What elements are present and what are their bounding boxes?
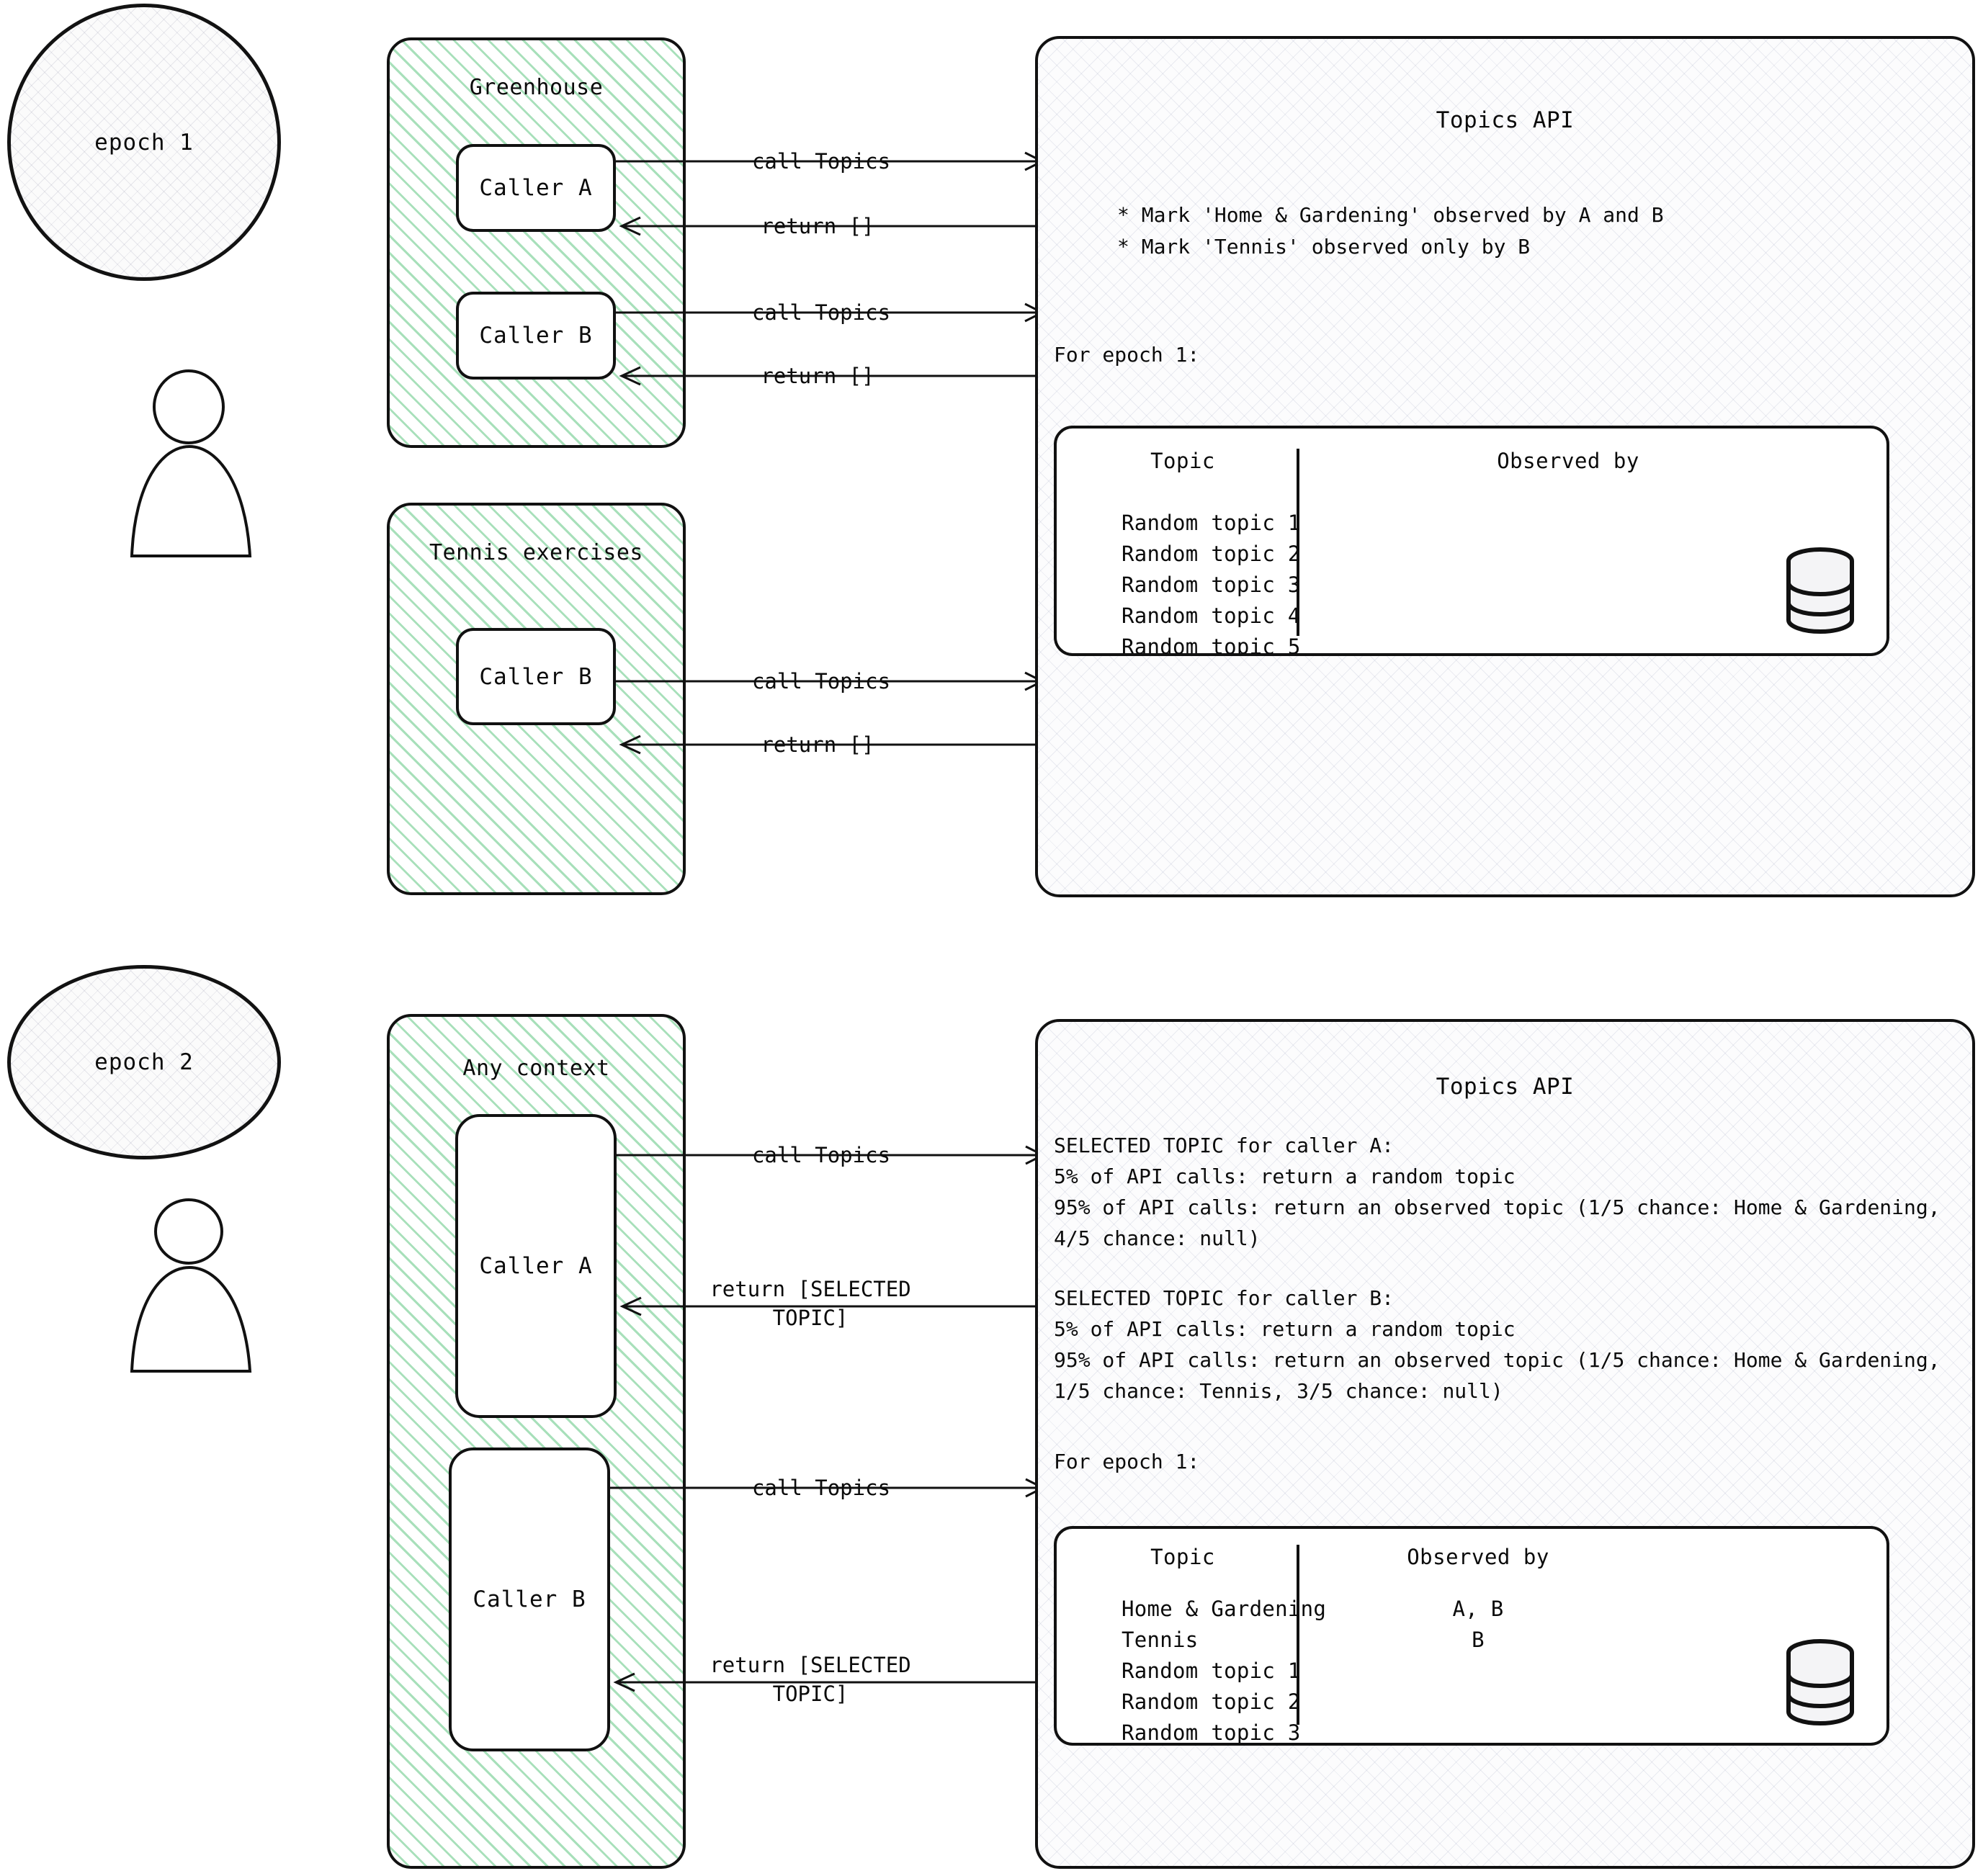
- arrow-return-empty-b1: [619, 366, 1048, 386]
- topics-api-title-epoch2: Topics API: [1436, 1074, 1575, 1100]
- table-row: Home & Gardening: [1122, 1597, 1327, 1621]
- table-header-topic: Topic: [1150, 1545, 1215, 1569]
- database-cylinder-icon: [1781, 1637, 1860, 1733]
- arrow-return-selected-a2: [619, 1296, 1049, 1316]
- arrow-label-return-selected-a2: return [SELECTED TOPIC]: [710, 1277, 911, 1330]
- caller-a-greenhouse[interactable]: Caller A: [456, 144, 616, 232]
- arrow-label-return-empty-tennis: return []: [761, 732, 874, 757]
- context-greenhouse: Greenhouse: [387, 37, 686, 448]
- caller-a-any-context-label: Caller A: [479, 1253, 593, 1279]
- epoch2-topics-table: Topic Observed by Home & Gardening Tenni…: [1054, 1526, 1889, 1746]
- table-header-observed-by: Observed by: [1407, 1545, 1549, 1569]
- topics-api-title-epoch1: Topics API: [1436, 107, 1575, 133]
- arrow-return-selected-b2: [613, 1672, 1049, 1692]
- caller-a-any-context[interactable]: Caller A: [455, 1114, 617, 1418]
- user-person-icon-2: [119, 1195, 263, 1375]
- context-tennis-exercises-title: Tennis exercises: [429, 540, 643, 565]
- api-bullet-2: * Mark 'Tennis' observed only by B: [1117, 235, 1531, 259]
- api-line-a-5pct: 5% of API calls: return a random topic: [1054, 1164, 1516, 1188]
- table-row: Random topic 5: [1122, 634, 1301, 656]
- table-header-observed-by: Observed by: [1497, 449, 1639, 473]
- table-row: Random topic 1: [1122, 511, 1301, 535]
- table-row: Random topic 1: [1122, 1659, 1301, 1683]
- table-row: Random topic 2: [1122, 542, 1301, 566]
- epoch-2-label: epoch 2: [94, 1049, 194, 1075]
- arrow-return-empty-tennis: [619, 735, 1048, 755]
- caller-b-any-context-label: Caller B: [473, 1586, 586, 1612]
- caller-b-greenhouse[interactable]: Caller B: [456, 292, 616, 380]
- caller-b-tennis-label: Caller B: [479, 663, 593, 690]
- table-caption-epoch2: For epoch 1:: [1054, 1450, 1200, 1473]
- api-line-a-95pct: 95% of API calls: return an observed top…: [1054, 1195, 1941, 1250]
- context-any-context-title: Any context: [462, 1056, 610, 1081]
- table-row: Random topic 2: [1122, 1689, 1301, 1714]
- context-greenhouse-title: Greenhouse: [469, 75, 604, 100]
- arrow-return-empty-a1: [619, 216, 1048, 236]
- database-cylinder-icon: [1781, 545, 1860, 642]
- table-row: B: [1472, 1628, 1485, 1652]
- epoch-2-bubble: epoch 2: [7, 965, 281, 1159]
- arrow-label-return-selected-b2: return [SELECTED TOPIC]: [710, 1653, 911, 1706]
- table-row: Tennis: [1122, 1628, 1199, 1652]
- caller-b-tennis[interactable]: Caller B: [456, 628, 616, 725]
- arrow-label-call-topics-a2: call Topics: [751, 1143, 891, 1167]
- epoch1-topics-table: Topic Observed by Random topic 1 Random …: [1054, 426, 1889, 656]
- topics-api-panel-epoch2: Topics API SELECTED TOPIC for caller A: …: [1035, 1019, 1975, 1869]
- epoch-1-label: epoch 1: [94, 129, 194, 156]
- api-bullet-1: * Mark 'Home & Gardening' observed by A …: [1117, 203, 1664, 227]
- api-line-selected-b: SELECTED TOPIC for caller B:: [1054, 1286, 1395, 1310]
- caller-b-any-context[interactable]: Caller B: [449, 1448, 610, 1751]
- table-row: Random topic 4: [1122, 603, 1301, 628]
- user-person-icon: [119, 367, 263, 562]
- caller-b-greenhouse-label: Caller B: [479, 323, 593, 349]
- epoch-1-bubble: epoch 1: [7, 4, 281, 281]
- table-header-topic: Topic: [1150, 449, 1215, 473]
- table-row: A, B: [1452, 1597, 1504, 1621]
- arrow-label-call-topics-b2: call Topics: [751, 1476, 891, 1500]
- topics-api-panel-epoch1: Topics API * Mark 'Home & Gardening' obs…: [1035, 36, 1975, 897]
- api-line-b-5pct: 5% of API calls: return a random topic: [1054, 1317, 1516, 1341]
- api-line-selected-a: SELECTED TOPIC for caller A:: [1054, 1134, 1395, 1157]
- table-row: Random topic 3: [1122, 573, 1301, 597]
- table-column-divider: [1297, 1545, 1299, 1725]
- table-column-divider: [1297, 449, 1299, 636]
- arrow-label-call-topics-a1: call Topics: [751, 149, 891, 174]
- arrow-label-call-topics-b1: call Topics: [751, 300, 891, 325]
- table-caption-epoch1: For epoch 1:: [1054, 343, 1200, 367]
- caller-a-greenhouse-label: Caller A: [479, 175, 593, 201]
- arrow-label-return-empty-b1: return []: [761, 364, 874, 388]
- api-line-b-95pct: 95% of API calls: return an observed top…: [1054, 1348, 1941, 1403]
- arrow-label-call-topics-tennis: call Topics: [751, 669, 891, 694]
- arrow-label-return-empty-a1: return []: [761, 214, 874, 238]
- table-row: Random topic 3: [1122, 1720, 1301, 1745]
